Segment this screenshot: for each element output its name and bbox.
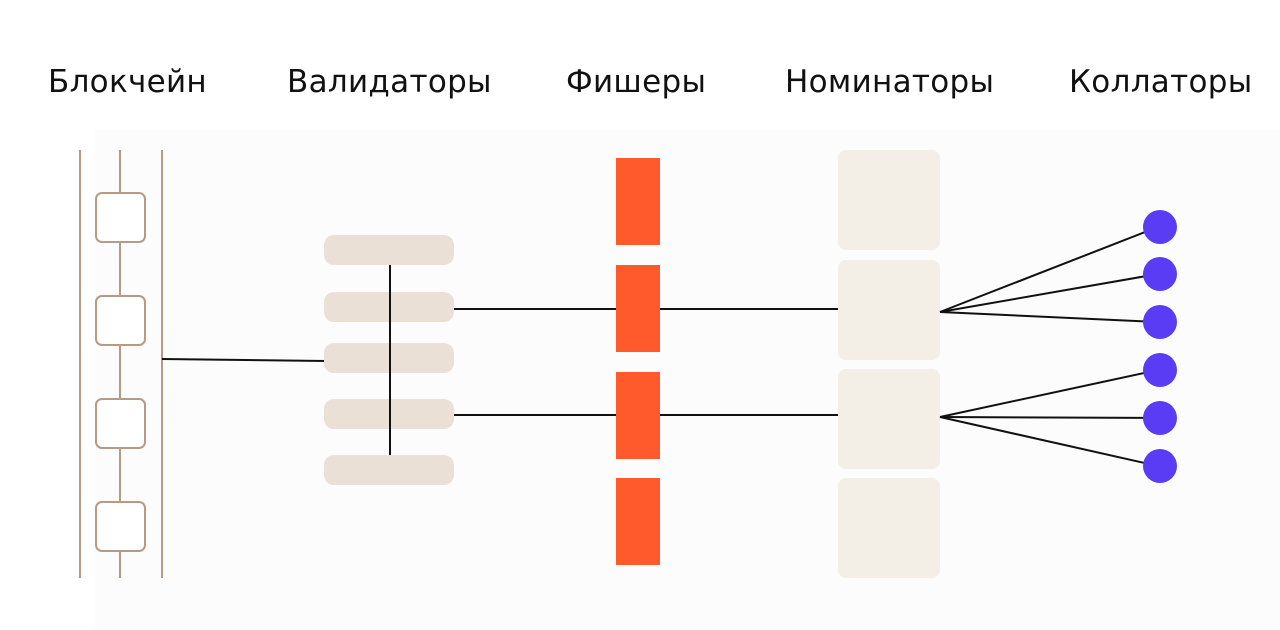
nominator-node (838, 478, 940, 578)
column-label-fishermen: Фишеры (566, 64, 707, 100)
fishers-column (616, 158, 660, 565)
collator-node (1143, 353, 1177, 387)
collator-node (1143, 401, 1177, 435)
connector-blockchain-validators (161, 358, 327, 362)
diagram-background-panel (95, 130, 1280, 630)
column-label-nominators: Номинаторы (785, 64, 995, 100)
validators-column (324, 235, 454, 485)
column-label-collators: Коллаторы (1069, 64, 1253, 100)
chain-block (95, 295, 146, 346)
chain-block (95, 501, 146, 552)
collator-node (1143, 257, 1177, 291)
nominators-column (838, 150, 940, 578)
chain-block (95, 398, 146, 449)
column-label-blockchain: Блокчейн (48, 64, 207, 100)
collator-node (1143, 305, 1177, 339)
validator-node (324, 455, 454, 485)
column-label-validators: Валидаторы (287, 64, 492, 100)
connector-to-collator (939, 416, 1159, 419)
collator-node (1143, 210, 1177, 244)
connector-to-collator (939, 416, 1159, 467)
validator-node (324, 235, 454, 265)
fisher-node (616, 158, 660, 245)
connectors-nominators-collators (939, 226, 1159, 467)
connector-to-collator (939, 226, 1159, 313)
chain-block (95, 192, 146, 243)
fisher-node (616, 265, 660, 352)
fisher-node (616, 372, 660, 459)
collator-node (1143, 449, 1177, 483)
nominator-node (838, 150, 940, 250)
collators-column (1143, 210, 1177, 483)
connector-to-collator (939, 273, 1159, 313)
nominator-node (838, 369, 940, 469)
connector-to-collator (939, 311, 1159, 323)
fisher-node (616, 478, 660, 565)
nominator-node (838, 260, 940, 360)
blockchain-column (79, 150, 163, 578)
connector-to-collator (939, 369, 1159, 418)
